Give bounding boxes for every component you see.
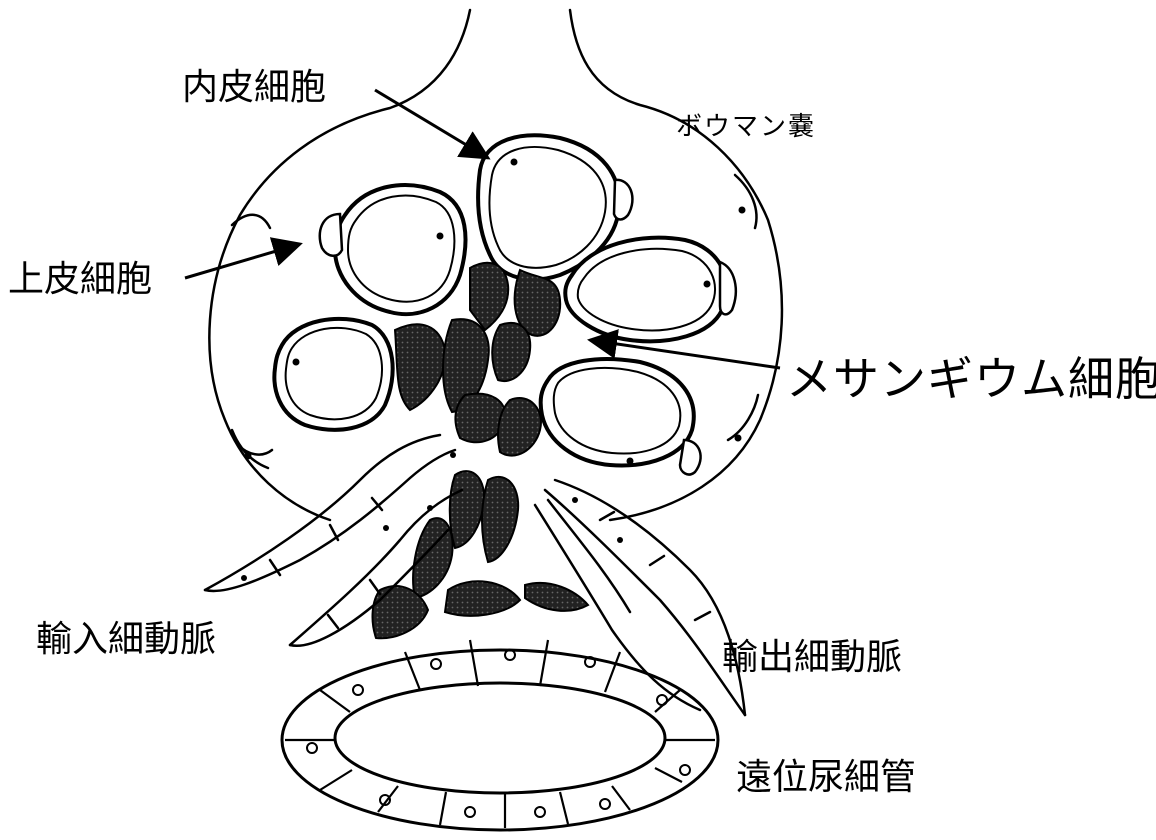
tubule-nucleus (535, 807, 545, 817)
bowman-cell (735, 175, 756, 228)
label-afferent-arteriole: 輸入細動脈 (36, 622, 216, 658)
nucleus-dot (735, 435, 742, 442)
arrow-epithelial (185, 244, 300, 278)
nucleus-dot (572, 497, 578, 503)
nucleus-dot (383, 525, 389, 531)
podocyte (720, 262, 736, 314)
nucleus-dot (704, 281, 711, 288)
mesangium (373, 263, 588, 638)
tubule-nucleus (680, 765, 690, 775)
capillary-loop (274, 319, 392, 430)
afferent-arteriole (205, 435, 440, 590)
podocyte (680, 440, 701, 474)
arrow-endothelial (375, 90, 488, 158)
nucleus-dot (511, 159, 518, 166)
label-efferent-arteriole: 輸出細動脈 (722, 640, 902, 676)
label-distal-tubule: 遠位尿細管 (736, 760, 916, 796)
tubule-nucleus (657, 695, 667, 705)
tubule-nucleus (431, 659, 441, 669)
nucleus-dot (627, 458, 634, 465)
label-epithelial-cell: 上皮細胞 (8, 262, 152, 298)
tubule-nucleus (353, 685, 363, 695)
tubule-outer (282, 650, 718, 830)
nucleus-dot (437, 233, 444, 240)
podocyte (320, 214, 342, 256)
efferent-arteriole (555, 480, 745, 715)
capillary-loop (541, 359, 694, 465)
nucleus-dot (617, 537, 623, 543)
label-bowman-capsule: ボウマン嚢 (676, 114, 816, 140)
nucleus-dot (245, 453, 252, 460)
nucleus-dot (241, 575, 247, 581)
nucleus-dot (293, 359, 300, 366)
tubule-nucleus (600, 799, 610, 809)
capillary-loop (335, 185, 465, 314)
podocyte (614, 180, 632, 220)
tubule-lumen (335, 683, 665, 793)
nucleus-dot (739, 207, 746, 214)
nucleus-dot (450, 452, 456, 458)
tubule-nucleus (307, 743, 317, 753)
tubule-nucleus (465, 807, 475, 817)
label-endothelial-cell: 内皮細胞 (182, 70, 326, 106)
label-mesangial-cell: メサンギウム細胞 (786, 356, 1156, 402)
distal-tubule (282, 640, 718, 830)
